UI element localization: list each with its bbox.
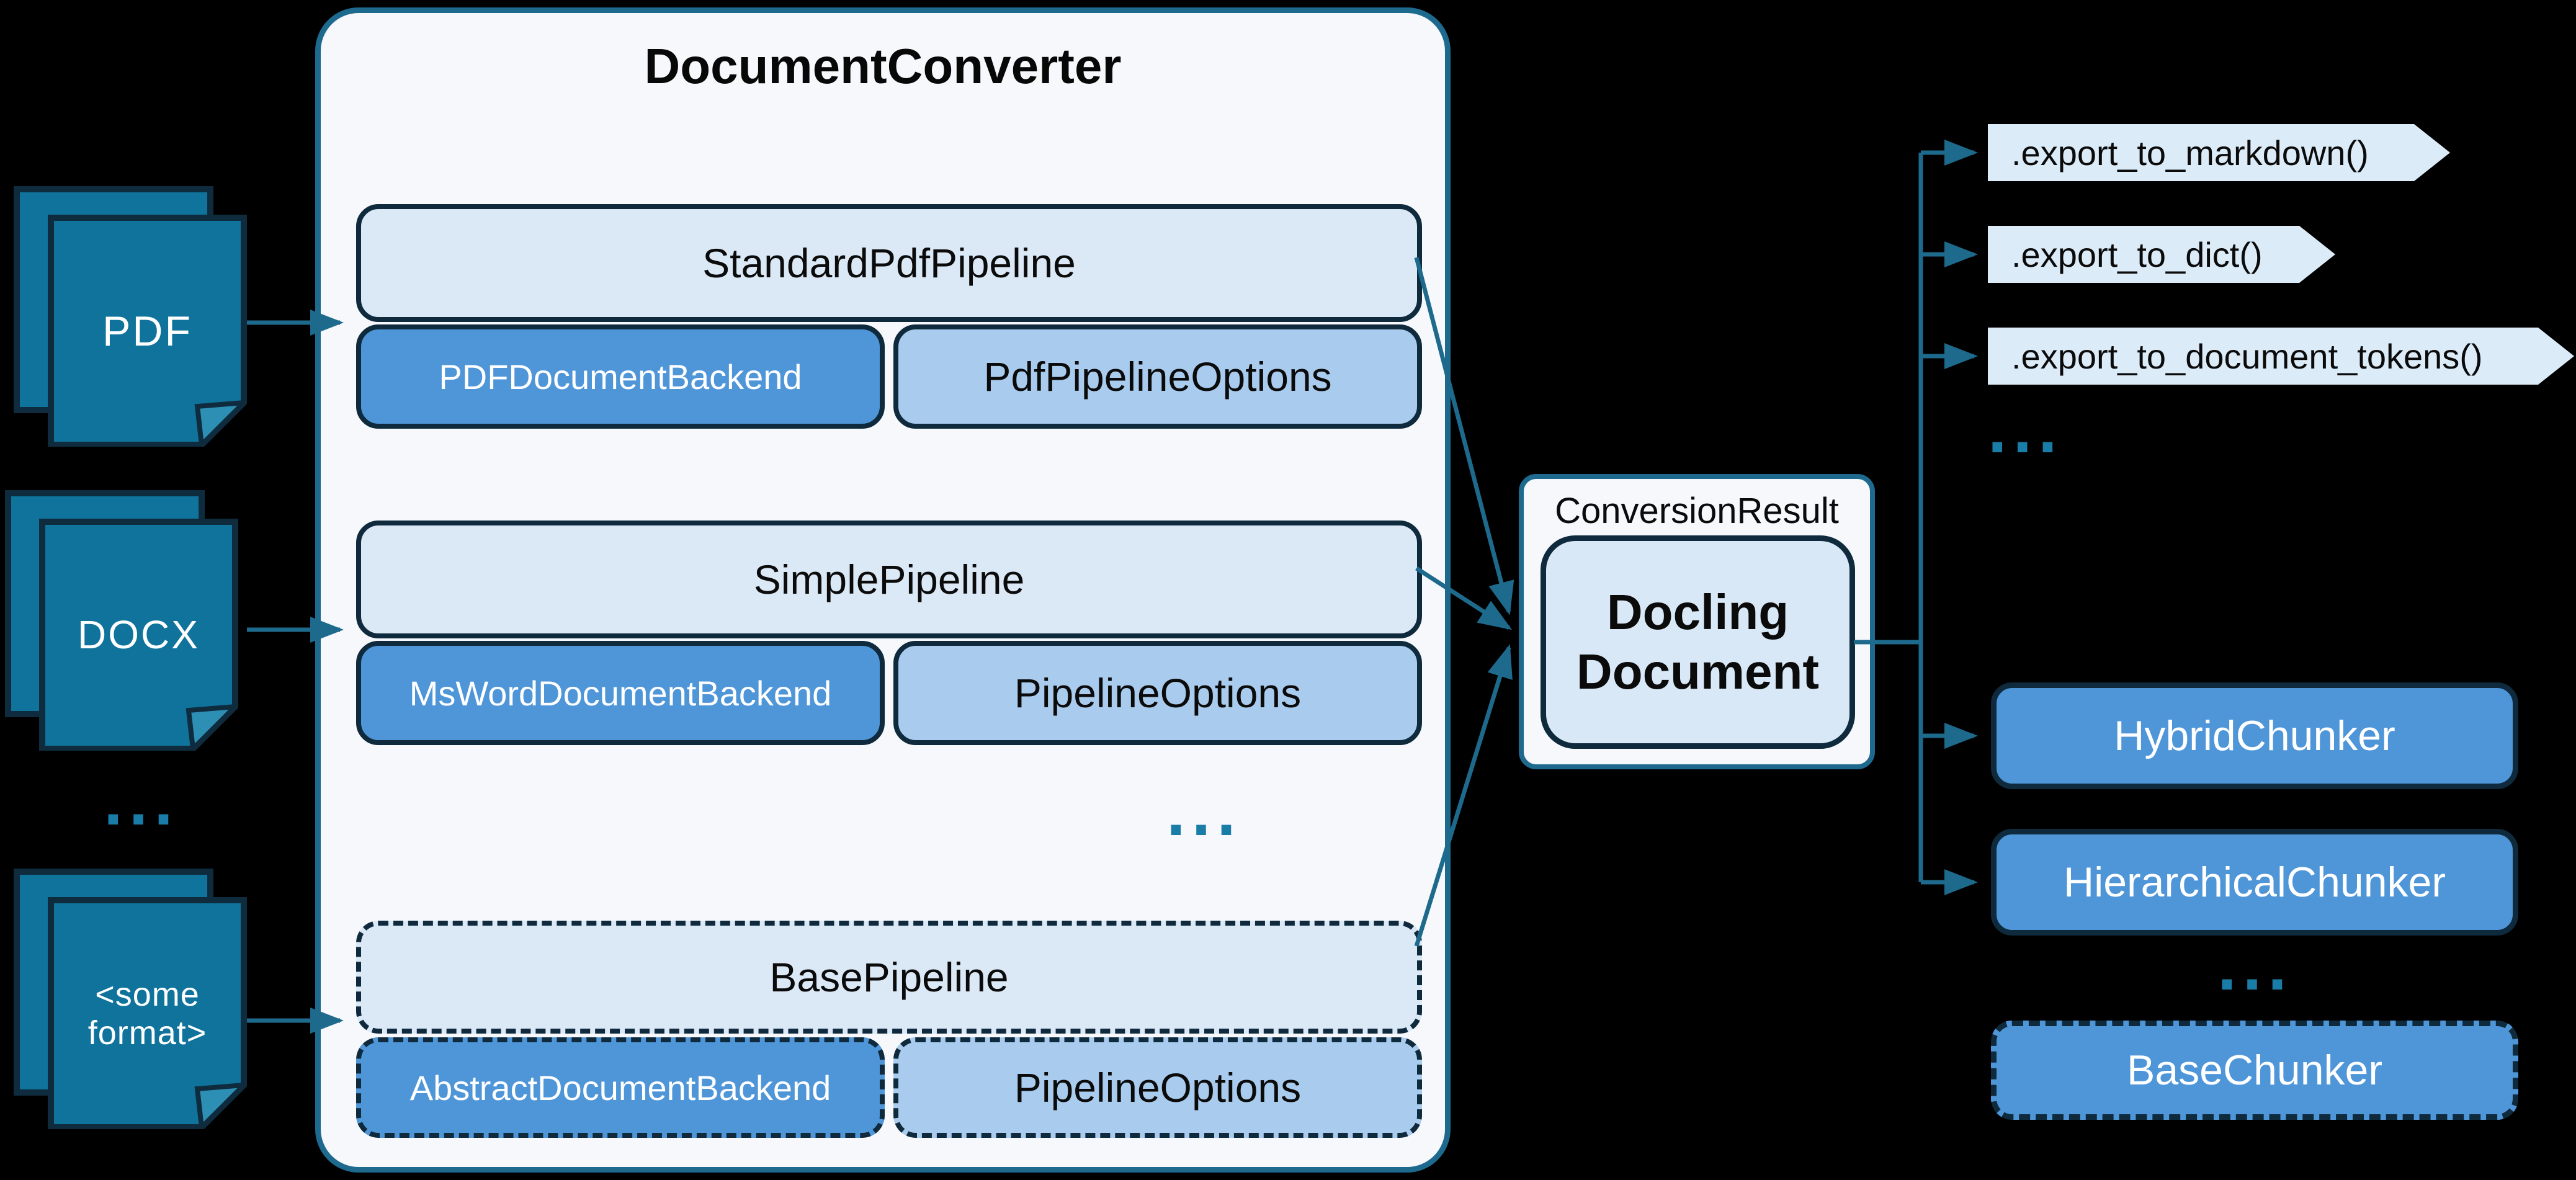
conversion-result-box: ConversionResult Docling Document <box>1519 474 1875 769</box>
export-to-markdown-chevron: .export_to_markdown() <box>1988 124 2450 181</box>
input-pdf: PDF <box>14 186 247 447</box>
docling-document-line1: Docling <box>1606 584 1789 640</box>
document-stack-icon <box>5 490 238 751</box>
simple-pipeline-row: MsWordDocumentBackend PipelineOptions <box>356 641 1422 745</box>
inputs-ellipsis: ... <box>104 763 179 839</box>
abstract-document-backend-box: AbstractDocumentBackend <box>356 1037 885 1138</box>
exports-ellipsis: ... <box>1988 391 2064 467</box>
hybrid-chunker-box: HybridChunker <box>1991 682 2518 789</box>
document-converter-container: DocumentConverter StandardPdfPipeline PD… <box>315 7 1451 1173</box>
docling-document-line2: Document <box>1576 644 1820 699</box>
base-chunker-box: BaseChunker <box>1991 1021 2518 1120</box>
msword-document-backend-box: MsWordDocumentBackend <box>356 641 885 745</box>
page-fold <box>186 704 238 751</box>
conversion-result-label: ConversionResult <box>1555 491 1839 531</box>
input-docx-label: DOCX <box>78 612 200 658</box>
document-stack-icon <box>14 186 247 447</box>
input-pdf-label: PDF <box>102 307 192 355</box>
export-to-dict-chevron: .export_to_dict() <box>1988 226 2335 283</box>
page-fold <box>194 1082 247 1129</box>
chunkers-ellipsis: ... <box>2217 928 2293 1004</box>
standard-pdf-pipeline-box: StandardPdfPipeline <box>356 204 1422 322</box>
docling-document-box: Docling Document <box>1541 535 1855 749</box>
document-stack-icon <box>14 869 247 1129</box>
simple-pipeline-box: SimplePipeline <box>356 521 1422 638</box>
pipelines-ellipsis: ... <box>1166 774 1242 850</box>
standard-pipeline-row: PDFDocumentBackend PdfPipelineOptions <box>356 324 1422 429</box>
hierarchical-chunker-box: HierarchicalChunker <box>1991 829 2518 936</box>
input-docx: DOCX <box>5 490 238 751</box>
document-converter-title: DocumentConverter <box>644 38 1122 94</box>
input-some-format: <some format> <box>14 869 247 1129</box>
page-fold <box>194 400 247 447</box>
export-to-document-tokens-chevron: .export_to_document_tokens() <box>1988 328 2574 385</box>
pipeline-options-box: PipelineOptions <box>893 641 1422 745</box>
pdf-pipeline-options-box: PdfPipelineOptions <box>893 324 1422 429</box>
input-some-format-label: <some format> <box>87 975 207 1052</box>
base-pipeline-box: BasePipeline <box>356 921 1422 1034</box>
pdf-document-backend-box: PDFDocumentBackend <box>356 324 885 429</box>
base-pipeline-row: AbstractDocumentBackend PipelineOptions <box>356 1037 1422 1138</box>
base-pipeline-options-box: PipelineOptions <box>893 1037 1422 1138</box>
